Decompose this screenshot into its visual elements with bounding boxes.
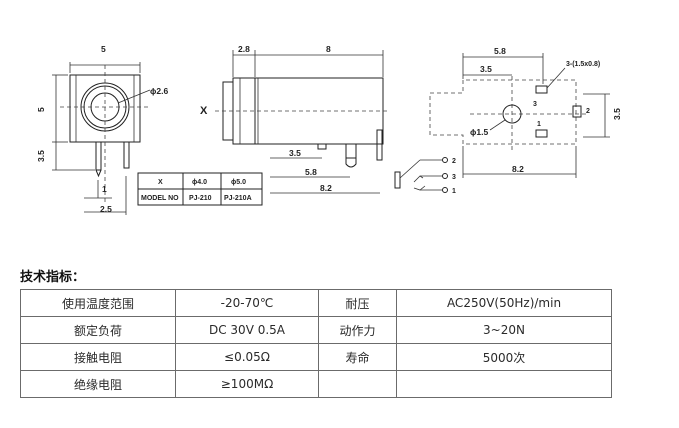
front-hole-dim: ɸ2.6 (150, 86, 168, 96)
table-row: 使用温度范围 -20-70℃ 耐压 AC250V(50Hz)/min (20, 289, 612, 317)
side-dim-b: 8 (326, 44, 331, 54)
spec-title: 技术指标： (20, 270, 86, 285)
spec-label: 接触电阻 (20, 343, 176, 371)
model-header-phi5: ɸ5.0 (231, 179, 246, 186)
front-width-dim: 5 (101, 44, 106, 54)
spec-value: AC250V(50Hz)/min (396, 289, 612, 317)
spec-label: 耐压 (318, 289, 397, 317)
spec-value (396, 370, 612, 398)
top-pin-3: 3 (533, 101, 537, 108)
spec-label: 寿命 (318, 343, 397, 371)
top-hole-label: ɸ1.5 (470, 127, 488, 137)
spec-value: 3~20N (396, 316, 612, 344)
spec-label (318, 370, 397, 398)
table-row: 额定负荷 DC 30V 0.5A 动作力 3~20N (20, 316, 612, 344)
spec-label: 动作力 (318, 316, 397, 344)
side-dim-d: 5.8 (305, 167, 317, 177)
table-row: 绝缘电阻 ≥100MΩ (20, 370, 612, 398)
technical-drawing: 5 5 3.5 1 2.5 ɸ2.6 2.8 8 (36, 44, 622, 215)
model-table: X ɸ4.0 ɸ5.0 MODEL NO PJ-210 PJ-210A (137, 172, 263, 206)
top-pin-2: 2 (586, 108, 590, 115)
model-header-x: X (158, 179, 163, 186)
spec-value: -20-70℃ (175, 289, 319, 317)
model-pj210a: PJ-210A (224, 195, 252, 202)
spec-label: 使用温度范围 (20, 289, 176, 317)
top-dim-a: 5.8 (494, 46, 506, 56)
top-dim-c: 3.5 (612, 108, 622, 120)
spec-value: ≤0.05Ω (175, 343, 319, 371)
front-pitch-2: 2.5 (100, 204, 112, 214)
side-dim-e: 8.2 (320, 183, 332, 193)
front-pitch-1: 1 (102, 184, 107, 194)
top-view: 3 2 1 5.8 3.5 3-(1.5x0.8) ɸ1.5 3.5 8.2 (429, 46, 622, 178)
side-view: 2.8 8 X 3.5 5.8 8.2 (200, 44, 390, 194)
spec-label: 绝缘电阻 (20, 370, 176, 398)
spec-label: 额定负荷 (20, 316, 176, 344)
schematic-pin-1: 1 (452, 188, 456, 195)
spec-table: 使用温度范围 -20-70℃ 耐压 AC250V(50Hz)/min 额定负荷 … (20, 289, 612, 398)
side-dim-c: 3.5 (289, 148, 301, 158)
model-row-label: MODEL NO (141, 195, 179, 202)
schematic-pin-2: 2 (452, 158, 456, 165)
spec-value: 5000次 (396, 343, 612, 371)
top-pin-1: 1 (537, 121, 541, 128)
top-pad-label: 3-(1.5x0.8) (566, 61, 600, 68)
model-header-phi4: ɸ4.0 (192, 179, 207, 186)
front-height-dim: 5 (36, 107, 46, 112)
side-label-x: X (200, 105, 208, 117)
spec-value: ≥100MΩ (175, 370, 319, 398)
top-dim-b: 3.5 (480, 64, 492, 74)
schematic: 2 3 1 (394, 157, 456, 195)
side-dim-a: 2.8 (238, 44, 250, 54)
front-view: 5 5 3.5 1 2.5 ɸ2.6 (36, 44, 168, 215)
front-pin-dim: 3.5 (36, 150, 46, 162)
spec-value: DC 30V 0.5A (175, 316, 319, 344)
model-pj210: PJ-210 (189, 195, 212, 202)
top-dim-d: 8.2 (512, 164, 524, 174)
table-row: 接触电阻 ≤0.05Ω 寿命 5000次 (20, 343, 612, 371)
schematic-pin-3: 3 (452, 174, 456, 181)
